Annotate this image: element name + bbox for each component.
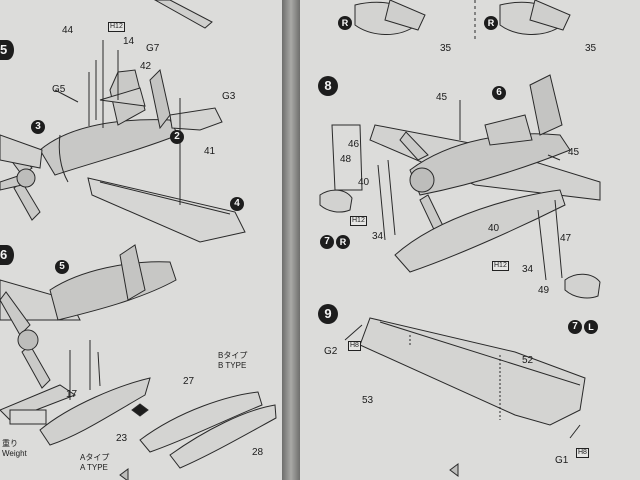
left-page-drawings — [0, 0, 277, 480]
part-7-badge: 7 — [320, 235, 334, 249]
part-label: 34 — [522, 264, 534, 275]
step-6-badge: 6 — [0, 245, 14, 265]
part-label: G3 — [222, 91, 236, 102]
weight-label-jp: 重り — [2, 439, 18, 448]
side-r-badge: R — [484, 16, 498, 30]
page-fold — [282, 0, 300, 480]
step-8-badge: 8 — [318, 76, 338, 96]
part-label: G2 — [324, 346, 338, 357]
part-label: 42 — [140, 61, 152, 72]
part-label: G7 — [146, 43, 160, 54]
part-label: H12 — [350, 216, 367, 226]
step-5-badge: 5 — [0, 40, 14, 60]
part-3-badge: 3 — [31, 120, 45, 134]
part-5-badge: 5 — [55, 260, 69, 274]
b-type-label-en: B TYPE — [218, 361, 247, 370]
part-label: 17 — [66, 389, 78, 400]
part-label: 35 — [585, 43, 597, 54]
side-r-badge: R — [338, 16, 352, 30]
part-label: 27 — [183, 376, 195, 387]
part-label: 52 — [522, 355, 534, 366]
part-6-badge: 6 — [492, 86, 506, 100]
step-9-badge: 9 — [318, 304, 338, 324]
part-label: 53 — [362, 395, 374, 406]
part-label: 45 — [568, 147, 580, 158]
part-label: G5 — [52, 84, 66, 95]
side-l-badge: L — [584, 320, 598, 334]
b-type-label-jp: Bタイプ — [218, 351, 248, 360]
side-r-badge: R — [336, 235, 350, 249]
a-type-label-en: A TYPE — [80, 463, 108, 472]
left-page: 5 44 H12 14 G7 G5 42 G3 3 2 41 4 6 5 17 … — [0, 0, 282, 480]
part-label: H12 — [492, 261, 509, 271]
part-label: 23 — [116, 433, 128, 444]
part-label: H8 — [576, 448, 589, 458]
part-label: 40 — [488, 223, 500, 234]
part-label: H12 — [108, 22, 125, 32]
part-label: 14 — [123, 36, 135, 47]
part-label: 45 — [436, 92, 448, 103]
part-2-badge: 2 — [170, 130, 184, 144]
part-label: 34 — [372, 231, 384, 242]
part-4-badge: 4 — [230, 197, 244, 211]
part-label: 47 — [560, 233, 572, 244]
part-label: 40 — [358, 177, 370, 188]
part-label: G1 — [555, 455, 569, 466]
part-label: 49 — [538, 285, 550, 296]
part-label: H8 — [348, 341, 361, 351]
right-page: R R 35 35 8 45 6 45 46 48 40 H12 34 40 4… — [300, 0, 640, 480]
part-label: 46 — [348, 139, 360, 150]
part-label: 28 — [252, 447, 264, 458]
weight-label-en: Weight — [2, 449, 27, 458]
part-label: 35 — [440, 43, 452, 54]
part-label: 41 — [204, 146, 216, 157]
right-page-drawings — [319, 0, 601, 477]
part-label: 44 — [62, 25, 74, 36]
part-label: 48 — [340, 154, 352, 165]
part-7-badge: 7 — [568, 320, 582, 334]
a-type-label-jp: Aタイプ — [80, 453, 110, 462]
